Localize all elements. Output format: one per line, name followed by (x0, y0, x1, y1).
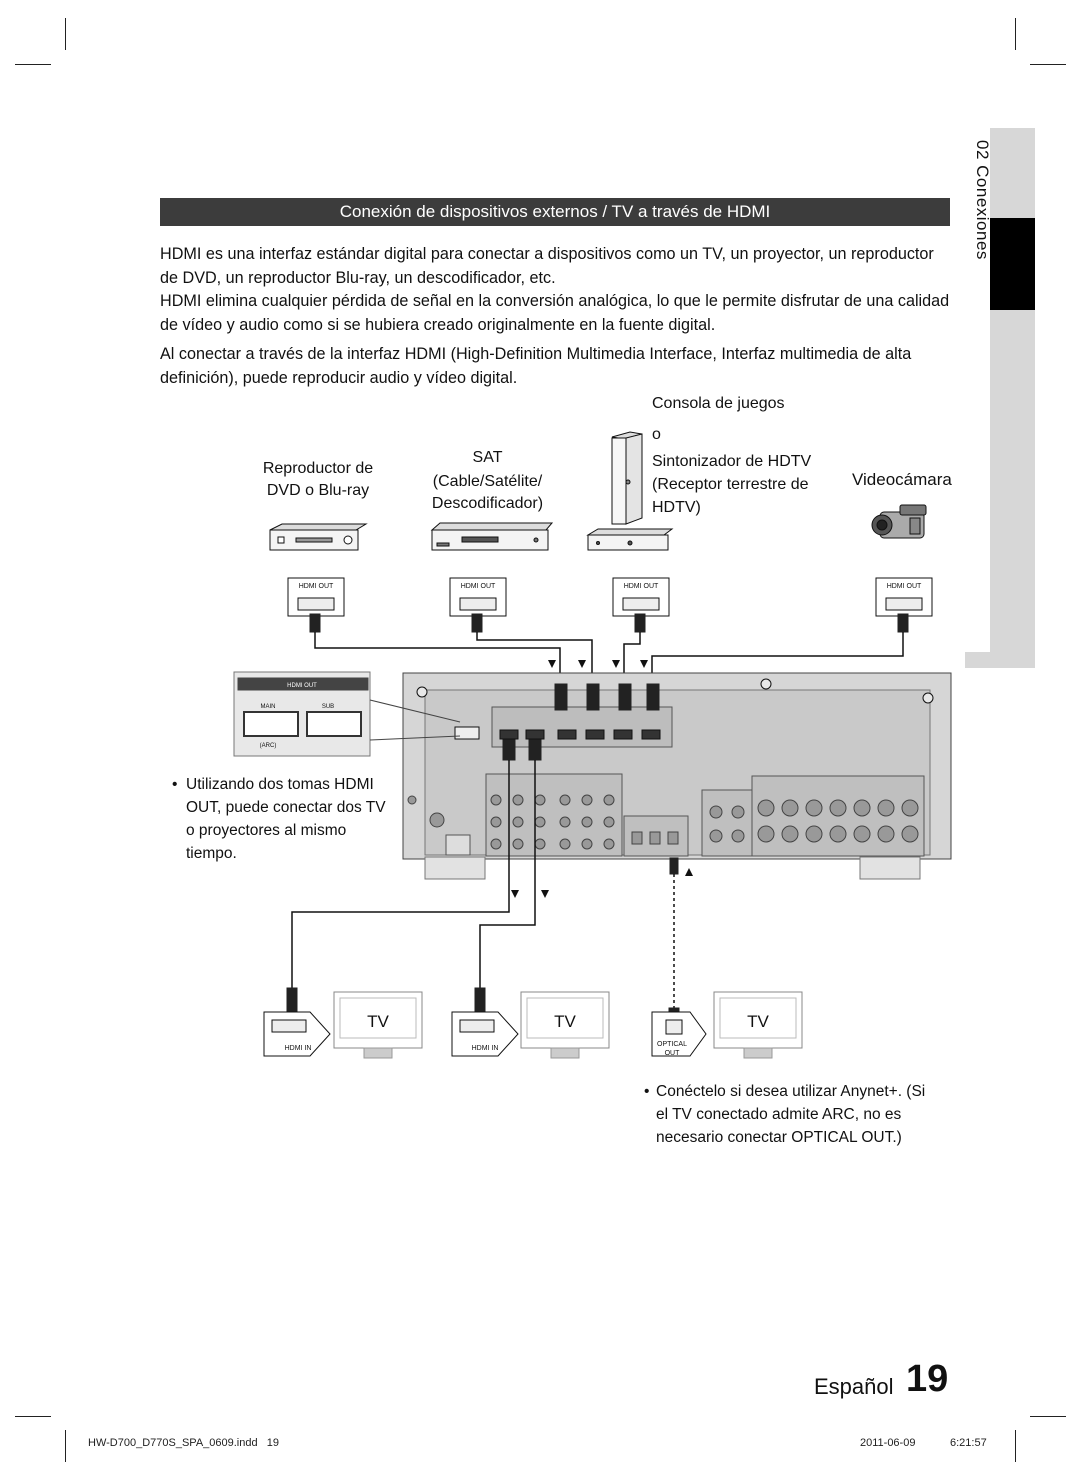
hdmi-out-label: HDMI OUT (887, 583, 922, 590)
intro-paragraph-2: HDMI elimina cualquier pérdida de señal … (160, 292, 950, 334)
hdmi-in-label: HDMI IN (472, 1045, 499, 1052)
chapter-tab-lower (965, 652, 1035, 668)
intro-paragraph-1: HDMI es una interfaz estándar digital pa… (160, 245, 934, 287)
sat-box-icon (430, 522, 554, 551)
footer-file: HW-D700_D770S_SPA_0609.indd 19 (88, 1437, 279, 1449)
crop-mark (1015, 18, 1016, 50)
section-title: Conexión de dispositivos externos / TV a… (160, 198, 950, 226)
crop-mark (15, 64, 51, 65)
tv-1-label: TV (367, 1012, 389, 1031)
tv-2-label: TV (554, 1012, 576, 1031)
console-label-3: Sintonizador de HDTV (652, 453, 812, 470)
chapter-title: 02 Conexiones (973, 140, 992, 260)
dvd-player-icon (269, 523, 368, 551)
console-label-2: o (652, 426, 661, 443)
receiver-rear-panel (402, 672, 952, 880)
hdmi-out-label: HDMI OUT (461, 583, 496, 590)
note-bullet: • (172, 776, 178, 793)
crop-mark (1015, 1430, 1016, 1462)
optical-label: OPTICAL (657, 1041, 687, 1048)
note-two-hdmi-out: Utilizando dos tomas HDMI OUT, puede con… (186, 776, 386, 862)
crop-mark (1030, 1416, 1066, 1417)
tv-hdmi-ports (263, 1011, 707, 1057)
crop-mark (65, 1430, 66, 1462)
source-hdmi-ports (287, 577, 933, 617)
footer-date: 2011-06-09 (860, 1437, 916, 1449)
crop-mark (15, 1416, 51, 1417)
tv-2-icon (520, 991, 610, 1059)
out-label: OUT (665, 1050, 681, 1057)
tv-1-icon (333, 991, 423, 1059)
hdtv-tuner-icon (586, 528, 674, 551)
game-console-icon (611, 431, 643, 525)
camcorder-icon (871, 504, 927, 539)
hdmi-in-label: HDMI IN (285, 1045, 312, 1052)
inset-sub-label: SUB (322, 704, 334, 710)
hdmi-out-inset (233, 671, 461, 757)
console-label-1: Consola de juegos (652, 395, 785, 412)
tv-3-icon (713, 991, 803, 1059)
inset-main-label: MAIN (261, 704, 276, 710)
note-bullet: • (644, 1083, 650, 1100)
tv-3-label: TV (747, 1012, 769, 1031)
intro-paragraph-3: Al conectar a través de la interfaz HDMI… (160, 345, 912, 387)
console-label-4: (Receptor terrestre de (652, 476, 809, 493)
page-number: 19 (906, 1358, 949, 1400)
camcorder-label: Videocámara (852, 470, 952, 489)
hdmi-out-label: HDMI OUT (624, 583, 659, 590)
console-label-5: HDTV) (652, 499, 701, 516)
chapter-tab-marker (990, 218, 1035, 310)
sat-title: SAT (472, 449, 503, 466)
footer-time: 6:21:57 (950, 1437, 987, 1449)
note-anynet: Conéctelo si desea utilizar Anynet+. (Si… (656, 1083, 926, 1146)
inset-hdmi-out-label: HDMI OUT (287, 683, 317, 689)
page-language: Español (814, 1374, 894, 1399)
sat-label: (Cable/Satélite/ Descodificador) (431, 473, 544, 512)
crop-mark (65, 18, 66, 50)
crop-mark (1030, 64, 1066, 65)
hdmi-out-label: HDMI OUT (299, 583, 334, 590)
inset-arc-label: (ARC) (260, 743, 277, 749)
dvd-label: Reproductor de DVD o Blu-ray (262, 460, 374, 499)
